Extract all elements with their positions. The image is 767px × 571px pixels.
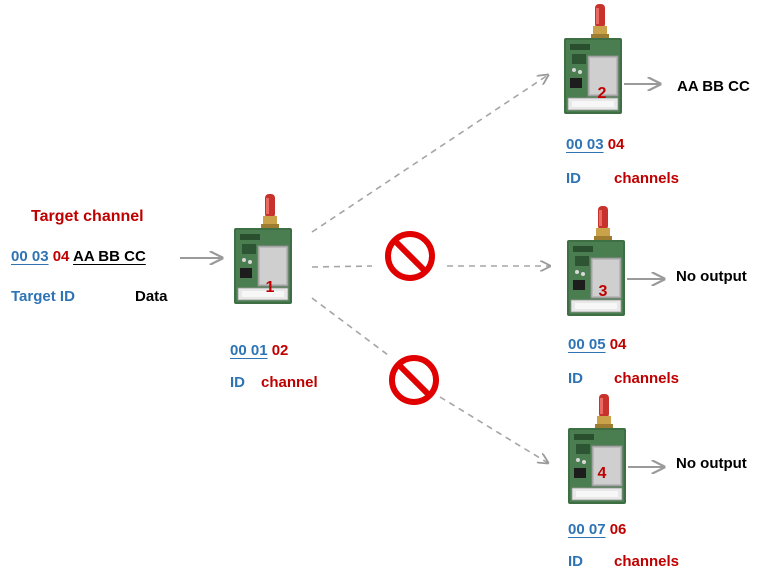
module-4-id-label: ID: [568, 553, 583, 570]
link-to-module-4-b: [439, 396, 548, 463]
module-2-channel-label: channels: [614, 170, 680, 187]
radio-module-1: 1: [233, 193, 293, 305]
radio-module-icon: [567, 393, 627, 505]
packet-channel: 04: [52, 248, 70, 265]
module-id: 00 03: [566, 136, 604, 153]
module-2-address: 00 03 04: [566, 136, 624, 154]
packet-id: 00 03: [11, 248, 49, 265]
module-channel: 02: [271, 342, 289, 359]
module-3-id-label: ID: [568, 370, 583, 387]
module-4-output: No output: [676, 455, 747, 472]
module-number: 4: [598, 465, 607, 482]
module-4-address: 00 07 06: [568, 521, 626, 539]
module-id: 00 01: [230, 342, 268, 359]
module-3-channel-label: channels: [614, 370, 680, 387]
module-2-output: AA BB CC: [677, 78, 750, 95]
packet-data: AA BB CC: [73, 248, 146, 265]
module-number: 1: [266, 279, 275, 296]
prohibit-icon: [388, 234, 432, 278]
module-channel: 06: [609, 521, 627, 538]
module-1-channel-label: channel: [261, 374, 318, 391]
module-1-address: 00 01 02: [230, 342, 288, 360]
radio-module-icon: [563, 3, 623, 115]
link-to-module-4-a: [311, 297, 389, 356]
prohibit-icon: [392, 358, 436, 402]
module-number: 2: [598, 85, 607, 102]
radio-module-icon: [566, 205, 626, 317]
module-id: 00 05: [568, 336, 606, 353]
target-channel-label: Target channel: [31, 208, 144, 225]
sender-packet: 00 03 04 AA BB CC: [11, 248, 146, 266]
module-1-id-label: ID: [230, 374, 245, 391]
link-to-module-2: [311, 75, 548, 233]
radio-module-icon: [233, 193, 293, 305]
module-3-output: No output: [676, 268, 747, 285]
radio-module-3: 3: [566, 205, 626, 317]
radio-module-2: 2: [563, 3, 623, 115]
module-number: 3: [599, 283, 608, 300]
link-to-module-3-left: [311, 265, 373, 268]
module-channel: 04: [607, 136, 625, 153]
module-3-address: 00 05 04: [568, 336, 626, 354]
module-2-id-label: ID: [566, 170, 581, 187]
data-label: Data: [135, 288, 168, 305]
radio-module-4: 4: [567, 393, 627, 505]
module-id: 00 07: [568, 521, 606, 538]
module-4-channel-label: channels: [614, 553, 680, 570]
target-id-label: Target ID: [11, 288, 75, 305]
module-channel: 04: [609, 336, 627, 353]
